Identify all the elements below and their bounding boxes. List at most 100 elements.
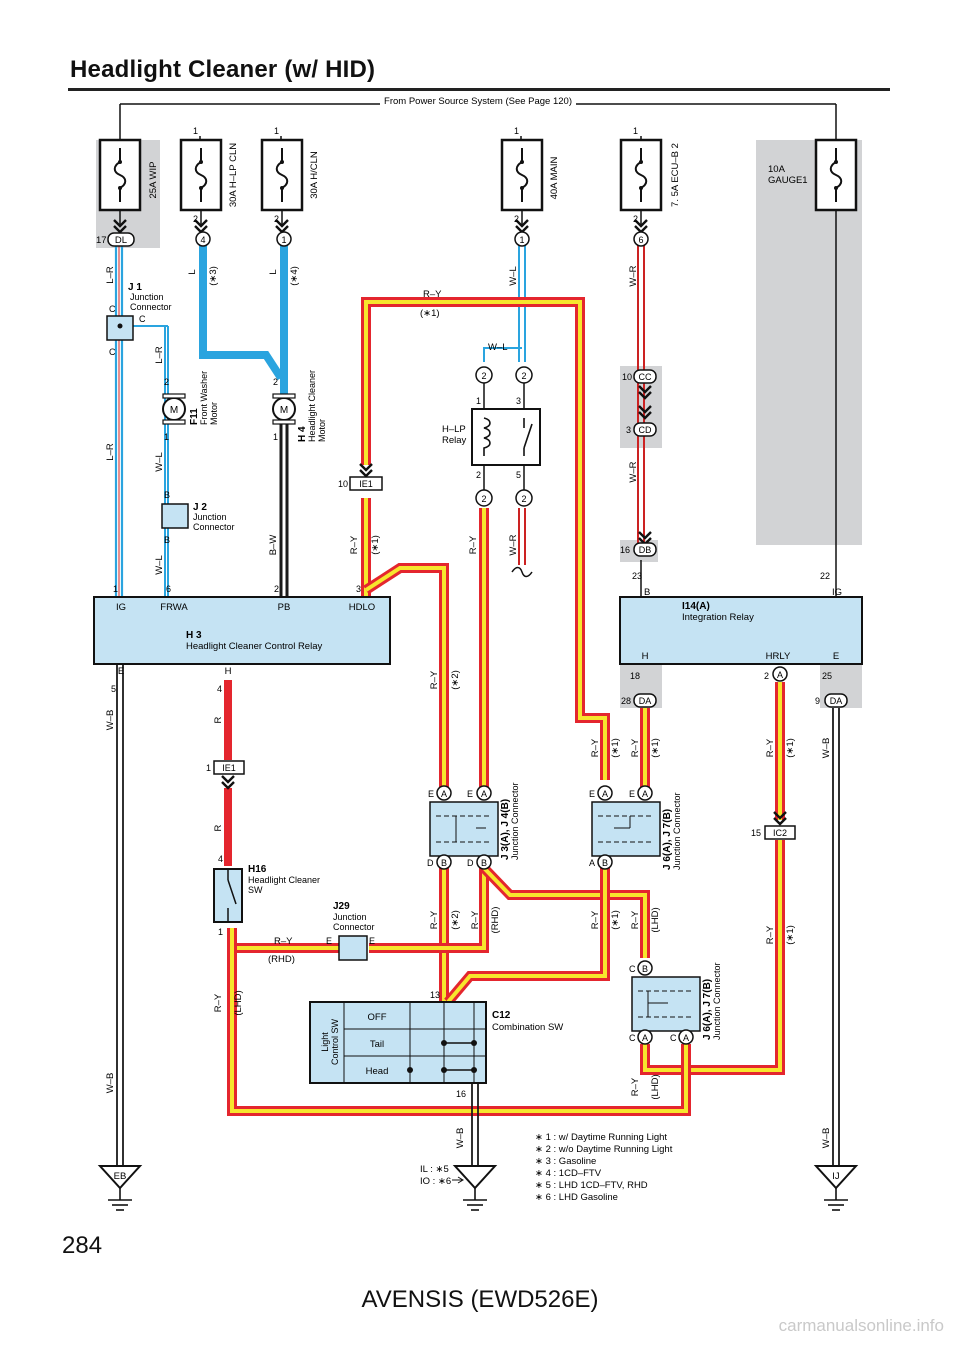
- svg-text:2: 2: [476, 470, 481, 480]
- svg-text:A: A: [589, 858, 595, 868]
- cc-cd-db-connectors: CC 10 CD 3 DB 16: [620, 369, 657, 557]
- svg-text:W–R: W–R: [628, 265, 639, 286]
- svg-text:1: 1: [113, 584, 118, 594]
- svg-text:R–Y: R–Y: [630, 910, 641, 929]
- svg-text:M: M: [280, 405, 288, 416]
- svg-text:C: C: [670, 1033, 677, 1043]
- c12-combination-switch: 13 OFF Tail Head Light Control SW 16 C12…: [309, 990, 563, 1099]
- svg-text:C12: C12: [492, 1010, 511, 1021]
- svg-text:DA: DA: [830, 696, 843, 706]
- svg-text:IJ: IJ: [832, 1171, 840, 1182]
- svg-text:Integration Relay: Integration Relay: [682, 612, 754, 623]
- svg-text:1: 1: [193, 126, 198, 136]
- svg-text:10: 10: [622, 372, 632, 382]
- svg-text:R–Y: R–Y: [630, 1077, 641, 1096]
- svg-text:1: 1: [206, 763, 211, 773]
- fuse-7-5a-ecu-b2: 1 2 7. 5A ECU–B 2: [619, 126, 681, 234]
- lower-wire-labels: R–Y (∗2) R–Y (RHD) R–Y (∗1) R–Y (LHD) R–…: [105, 907, 832, 1149]
- svg-text:∗ 3 : Gasoline: ∗ 3 : Gasoline: [535, 1156, 596, 1167]
- ic2-connector: IC2 15: [751, 810, 796, 840]
- svg-text:2: 2: [481, 494, 486, 504]
- svg-text:H–LP: H–LP: [442, 424, 466, 435]
- svg-text:W–B: W–B: [105, 1073, 116, 1094]
- fuse-25a-wip: 25A WIP: [98, 138, 159, 234]
- svg-text:Head: Head: [366, 1066, 389, 1077]
- svg-text:A: A: [481, 789, 487, 799]
- svg-text:B: B: [441, 858, 447, 868]
- svg-text:9: 9: [815, 696, 820, 706]
- svg-text:IE1: IE1: [359, 479, 373, 489]
- svg-text:2: 2: [764, 671, 769, 681]
- svg-text:10: 10: [338, 479, 348, 489]
- i14-integration-relay: 23 22 B IG I14(A) Integration Relay H HR…: [619, 571, 863, 708]
- svg-text:C: C: [629, 964, 636, 974]
- svg-text:IG: IG: [832, 587, 842, 598]
- svg-text:(∗1): (∗1): [420, 308, 440, 319]
- svg-text:5: 5: [516, 470, 521, 480]
- power-source-label: From Power Source System (See Page 120): [384, 96, 572, 107]
- svg-text:R–Y: R–Y: [765, 738, 776, 757]
- svg-text:R–Y: R–Y: [590, 910, 601, 929]
- svg-text:Headlight Cleaner: Headlight Cleaner: [248, 875, 320, 885]
- h16-headlight-cleaner-switch: 4 1 H16 Headlight Cleaner SW: [213, 854, 320, 937]
- h4-headlight-cleaner-motor: M 2 1 H 4 Headlight Cleaner Motor: [272, 370, 327, 442]
- svg-text:(RHD): (RHD): [490, 907, 501, 934]
- wr-cd: W–R: [628, 461, 639, 482]
- svg-text:Headlight Cleaner Control Rela: Headlight Cleaner Control Relay: [186, 641, 322, 652]
- svg-text:IC2: IC2: [773, 828, 787, 838]
- footer-model: AVENSIS (EWD526E): [361, 1286, 599, 1313]
- svg-text:A: A: [683, 1033, 689, 1043]
- svg-text:W–B: W–B: [821, 1128, 832, 1149]
- mid-wire-labels: W–B R R R–Y (∗2) R–Y (∗1) R–Y (∗1) R–Y (…: [105, 670, 832, 831]
- svg-text:J29: J29: [333, 901, 350, 912]
- svg-text:W–L: W–L: [488, 342, 508, 353]
- wire-lr: [114, 245, 169, 597]
- svg-text:∗ 4 : 1CD–FTV: ∗ 4 : 1CD–FTV: [535, 1168, 602, 1179]
- wire-ry-hrly: [640, 682, 785, 1075]
- svg-text:R–Y: R–Y: [429, 910, 440, 929]
- fuse-connectors: DL 17 4 1 1 6: [96, 231, 649, 247]
- ry-ie1: R–Y: [349, 535, 360, 554]
- svg-text:J 3(A), J 4(B): J 3(A), J 4(B): [500, 799, 511, 860]
- svg-text:4: 4: [218, 854, 223, 864]
- svg-text:(LHD): (LHD): [650, 1074, 661, 1099]
- svg-text:Junction: Junction: [193, 512, 227, 522]
- svg-text:30A H–LP CLN: 30A H–LP CLN: [228, 143, 239, 207]
- svg-text:5: 5: [111, 684, 116, 694]
- svg-text:CD: CD: [639, 425, 652, 435]
- svg-text:1: 1: [519, 235, 524, 245]
- svg-text:1: 1: [164, 432, 169, 442]
- svg-text:(∗2): (∗2): [450, 670, 461, 690]
- h3-headlight-cleaner-control-relay: 1 6 2 3 IG FRWA PB HDLO H 3 Headlight Cl…: [93, 584, 391, 694]
- svg-text:15: 15: [751, 828, 761, 838]
- legend: ∗ 1 : w/ Daytime Running Light ∗ 2 : w/o…: [535, 1132, 673, 1203]
- svg-text:E: E: [589, 789, 595, 799]
- svg-text:A: A: [441, 789, 447, 799]
- svg-text:B: B: [642, 964, 648, 974]
- svg-text:2: 2: [521, 494, 526, 504]
- svg-text:D: D: [467, 858, 474, 868]
- gauge1-amp: 10A: [768, 164, 786, 175]
- svg-text:28: 28: [621, 696, 631, 706]
- ground-ij: IJ: [815, 1165, 857, 1211]
- svg-text:(∗3): (∗3): [208, 266, 219, 286]
- svg-text:25A WIP: 25A WIP: [148, 162, 159, 199]
- svg-text:Junction Connector: Junction Connector: [712, 962, 722, 1040]
- svg-text:R–Y: R–Y: [429, 670, 440, 689]
- wire-wb: [116, 210, 840, 1166]
- svg-text:30A H/CLN: 30A H/CLN: [309, 151, 320, 199]
- svg-text:2: 2: [164, 377, 169, 387]
- svg-text:(LHD): (LHD): [233, 990, 244, 1015]
- svg-text:E: E: [467, 789, 473, 799]
- svg-text:E: E: [629, 789, 635, 799]
- svg-text:IO : ∗6: IO : ∗6: [420, 1176, 451, 1187]
- svg-text:Motor: Motor: [317, 419, 327, 442]
- svg-text:B: B: [481, 858, 487, 868]
- svg-text:(∗1): (∗1): [610, 910, 621, 930]
- svg-text:F11: F11: [189, 408, 200, 425]
- svg-text:∗ 1 : w/ Daytime Running Light: ∗ 1 : w/ Daytime Running Light: [535, 1132, 667, 1143]
- svg-text:DA: DA: [639, 696, 652, 706]
- fuse-30a-hcln: 1 2 30A H/CLN: [260, 126, 320, 234]
- svg-text:H: H: [642, 651, 649, 662]
